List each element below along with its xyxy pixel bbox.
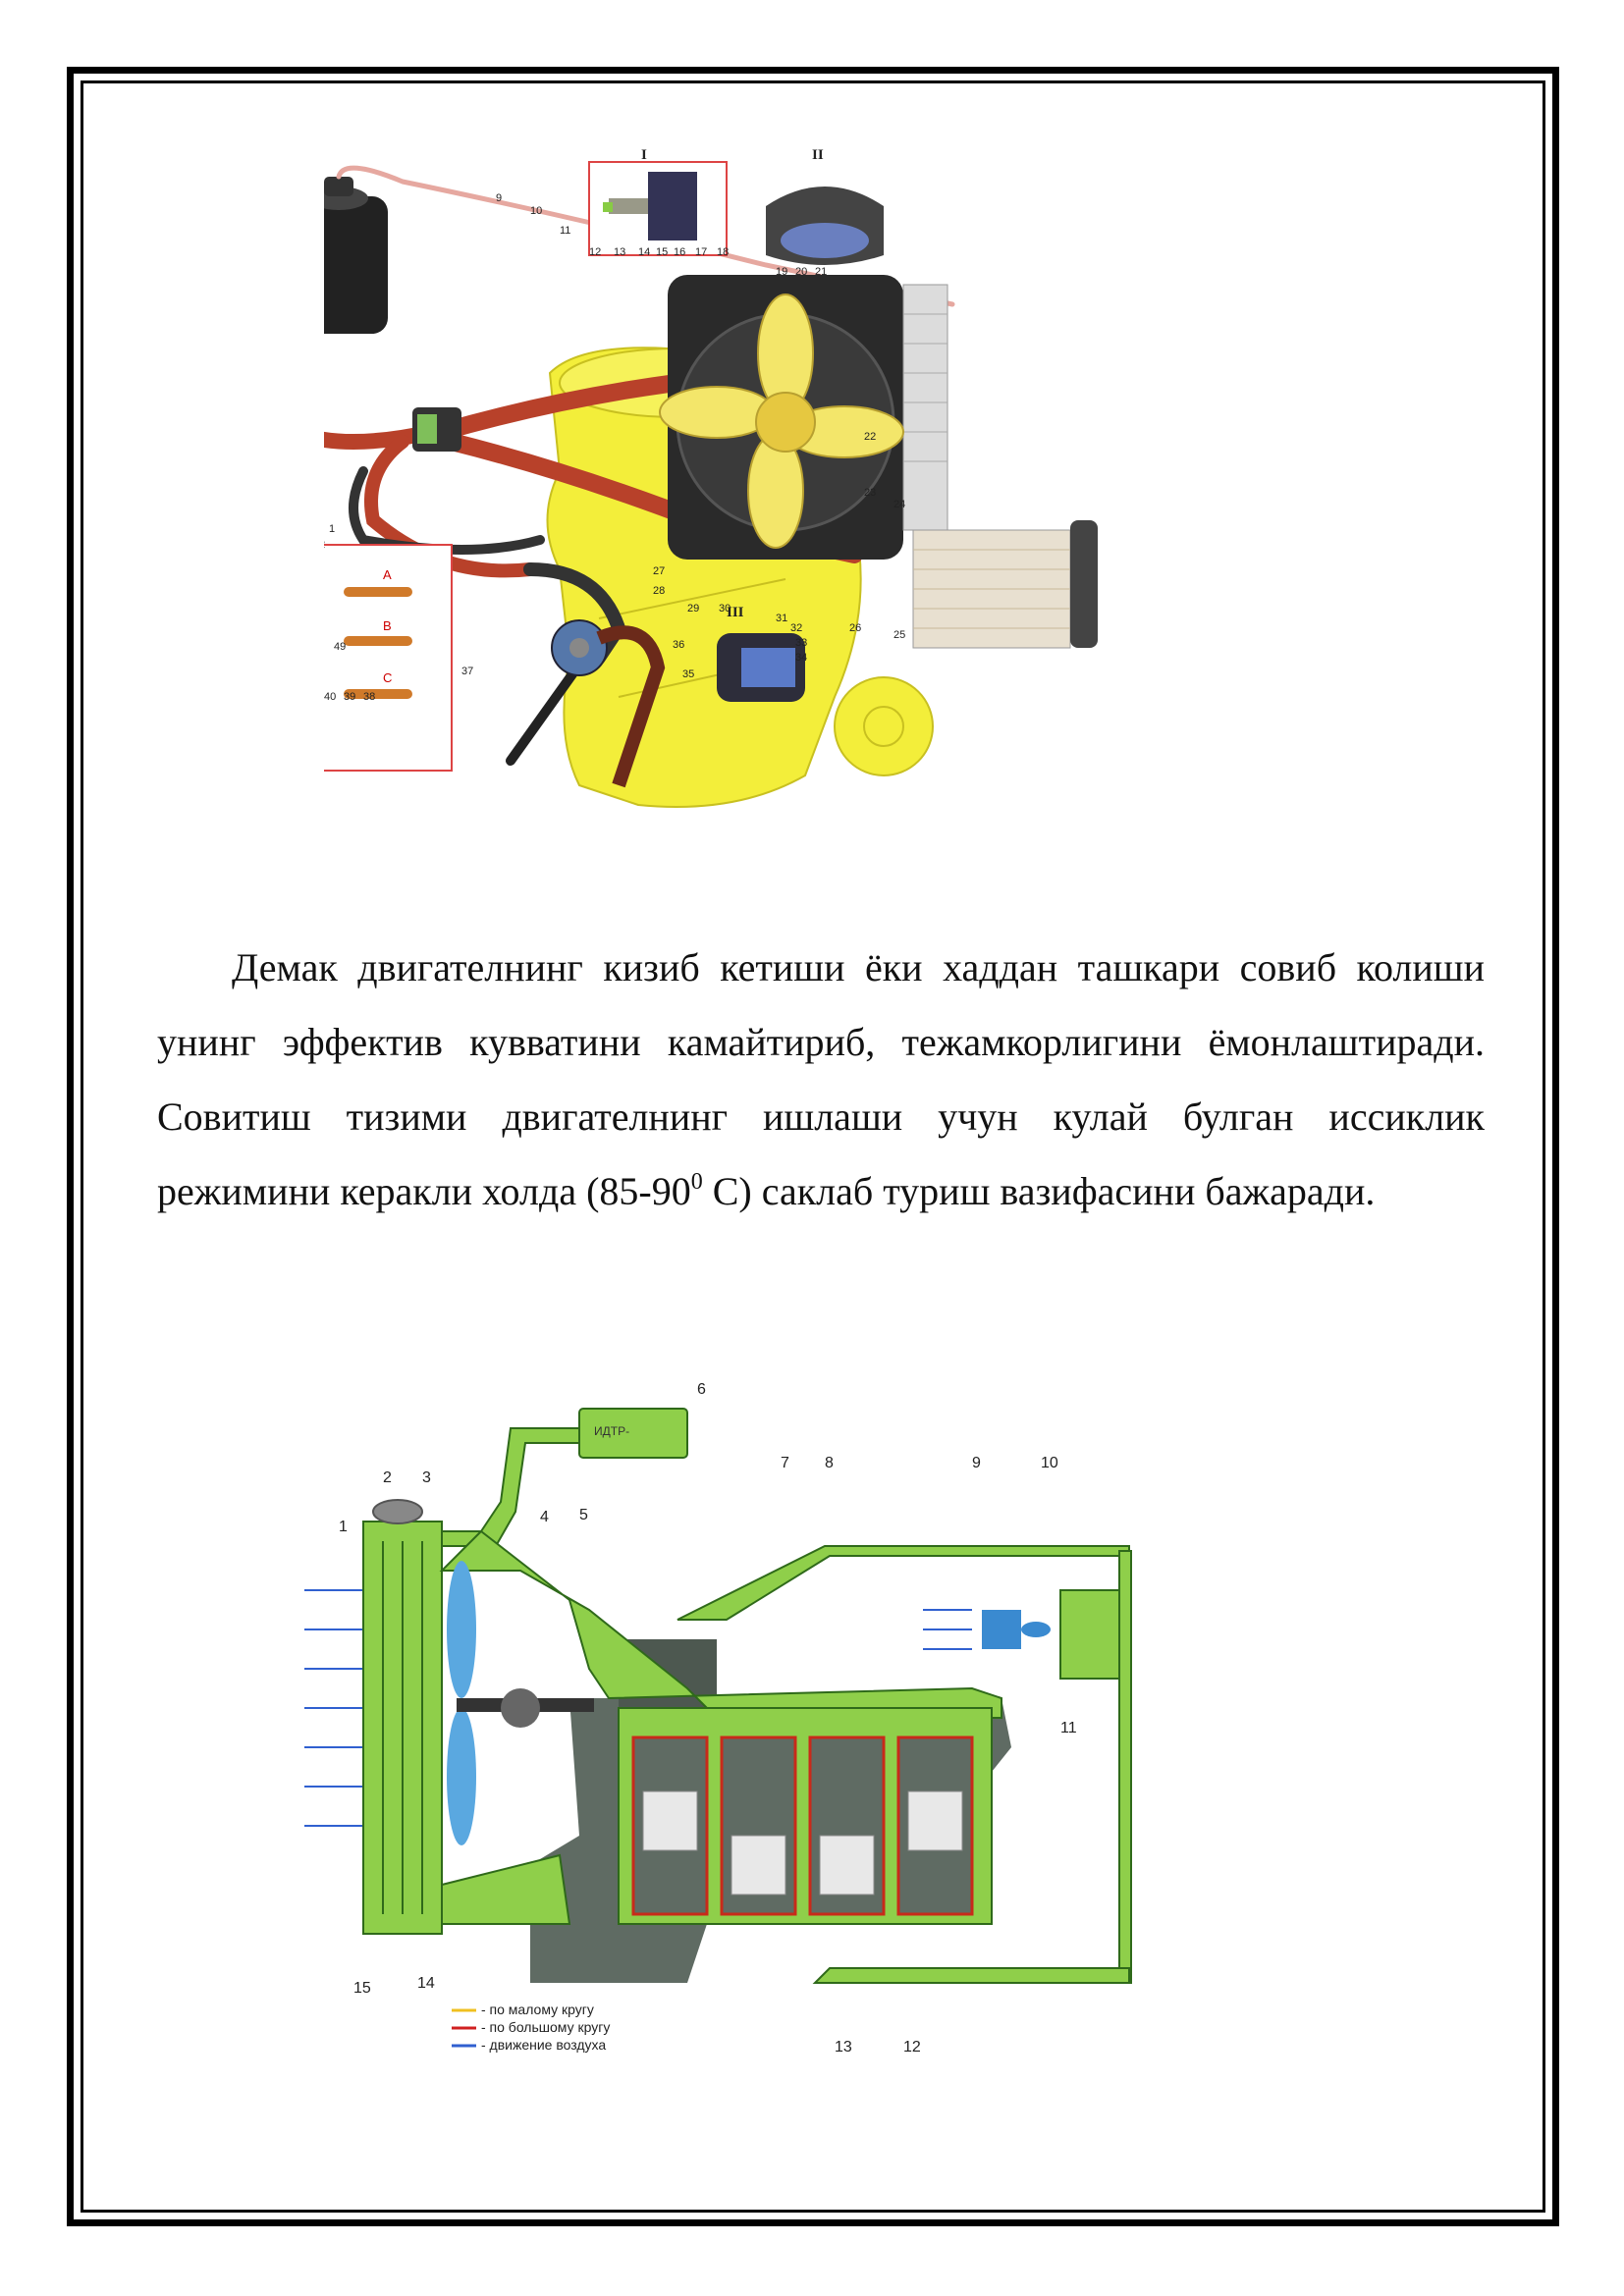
callout-label: 10 — [530, 205, 542, 217]
inset-label-III: III — [727, 605, 744, 620]
body-paragraph: Демак двигателнинг кизиб кетиши ёки хадд… — [157, 931, 1485, 1229]
thermostat-housing — [412, 407, 461, 452]
inset-III: III — [717, 605, 805, 702]
inset-II: II — [766, 147, 884, 265]
callout-label: 8 — [825, 1455, 834, 1471]
expansion-tank — [324, 177, 388, 334]
callout-label: 38 — [363, 691, 375, 703]
callout-label: 2 — [324, 539, 325, 551]
cooling-circuit-schematic: ИДТР- 1 2 3 4 5 6 7 8 9 10 11 12 13 14 1… — [304, 1381, 1132, 2056]
callout-label: 37 — [461, 666, 473, 677]
callout-label: 20 — [795, 266, 807, 278]
inset-label-II: II — [812, 147, 824, 163]
paragraph-text-part1: Демак двигателнинг кизиб кетиши ёки хадд… — [157, 945, 1485, 1213]
callout-label: 27 — [653, 565, 665, 577]
callout-label: 36 — [673, 639, 684, 651]
radiator-fan-assembly — [659, 275, 1098, 649]
radiator — [372, 1499, 423, 1914]
variant-label-A: A — [383, 567, 392, 582]
cooling-system-layout-diagram: I II III IV A B C 1 2 3 4 5 6 7 8 9 10 — [324, 147, 1098, 808]
heater-core — [982, 1589, 1120, 1680]
callout-label: 11 — [560, 225, 570, 237]
page-border-inner — [81, 80, 1545, 2213]
tank-label: ИДТР- — [594, 1424, 629, 1438]
air-flow-arrows-left — [304, 1589, 363, 1827]
callout-label: 15 — [656, 246, 668, 258]
paragraph-text-part2: С) саклаб туриш вазифасини бажаради. — [702, 1169, 1376, 1213]
callout-label: 1 — [339, 1519, 348, 1535]
callout-label: 18 — [717, 246, 729, 258]
callout-label: 15 — [353, 1980, 371, 1997]
callout-label: 25 — [893, 629, 905, 641]
callout-label: 14 — [417, 1975, 435, 1992]
air-flow-arrows-right — [923, 1609, 972, 1650]
callout-label: 19 — [776, 266, 787, 278]
callout-label: 5 — [579, 1507, 588, 1523]
callout-label: 29 — [687, 603, 699, 614]
legend: - по малому кругу - по большому кругу - … — [452, 2002, 610, 2053]
variant-label-B: B — [383, 618, 392, 633]
callout-label: 23 — [864, 487, 876, 499]
cylinders — [631, 1735, 974, 1916]
inset-IV: IV A B C — [324, 544, 453, 772]
callout-label: 32 — [790, 622, 802, 634]
callout-label: 11 — [1060, 1720, 1077, 1736]
water-pump — [551, 619, 666, 788]
callout-label: 26 — [849, 622, 861, 634]
callout-label: 1 — [329, 523, 335, 535]
callout-label: 16 — [674, 246, 685, 258]
page-border-outer — [67, 67, 1559, 2226]
callout-label: 7 — [781, 1455, 789, 1471]
legend-large-circuit: - по большому кругу — [481, 2019, 610, 2035]
callout-label: 4 — [540, 1509, 549, 1525]
paragraph-superscript: 0 — [690, 1169, 703, 1195]
inset-label-I: I — [641, 147, 647, 163]
callout-label: 28 — [653, 585, 665, 597]
callout-label: 12 — [903, 2039, 921, 2056]
callout-label: 13 — [614, 246, 625, 258]
callout-label: 24 — [893, 499, 905, 510]
callout-label: 31 — [776, 613, 787, 624]
cooling-fan — [447, 1561, 594, 1845]
callout-label: 17 — [695, 246, 707, 258]
callout-label: 34 — [795, 652, 807, 664]
callout-label: 14 — [638, 246, 650, 258]
callout-label: 2 — [383, 1469, 392, 1486]
callout-label: 6 — [697, 1381, 706, 1398]
callout-label: 3 — [422, 1469, 431, 1486]
callout-label: 10 — [1041, 1455, 1058, 1471]
callout-label: 21 — [815, 266, 827, 278]
callout-labels: 1 2 3 4 5 6 7 8 9 10 11 12 13 14 15 16 1… — [324, 192, 905, 703]
callout-label: 12 — [589, 246, 601, 258]
callout-label: 33 — [795, 637, 807, 649]
callout-label: 22 — [864, 431, 876, 443]
callout-label: 40 — [324, 691, 336, 703]
callout-label: 13 — [835, 2039, 852, 2056]
callout-label: 49 — [334, 641, 346, 653]
callout-label: 30 — [719, 603, 731, 614]
inset-I: I — [588, 147, 728, 256]
legend-air-flow: - движение воздуха — [481, 2037, 606, 2053]
callout-label: 9 — [496, 192, 502, 204]
callout-label: 9 — [972, 1455, 981, 1471]
callout-label: 35 — [682, 668, 694, 680]
callout-label: 39 — [344, 691, 355, 703]
variant-label-C: C — [383, 670, 392, 685]
legend-small-circuit: - по малому кругу — [481, 2002, 594, 2017]
callout-labels: 1 2 3 4 5 6 7 8 9 10 11 12 13 14 15 — [339, 1381, 1077, 2056]
